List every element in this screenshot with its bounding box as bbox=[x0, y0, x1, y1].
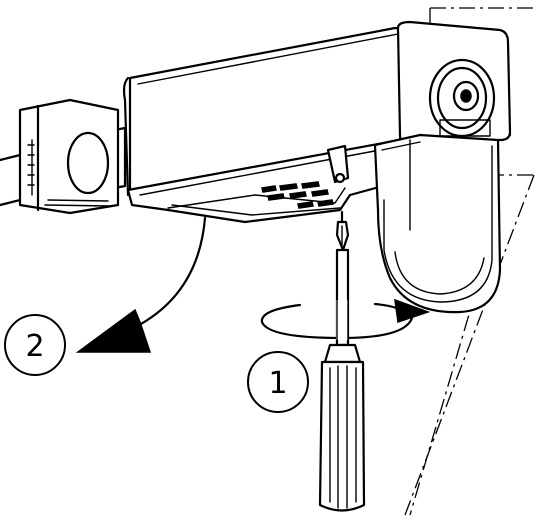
callout-step-2: 2 bbox=[4, 314, 66, 376]
callout-step-1-label: 1 bbox=[268, 366, 287, 401]
screwdriver bbox=[318, 210, 366, 512]
rotation-arrow-icon bbox=[260, 298, 431, 346]
callout-step-1: 1 bbox=[247, 351, 309, 413]
swing-arrow-icon bbox=[75, 216, 207, 353]
end-cap bbox=[396, 20, 512, 146]
hanging-arm bbox=[373, 133, 502, 314]
callout-step-2-label: 2 bbox=[25, 329, 44, 364]
left-clamp bbox=[18, 98, 120, 215]
